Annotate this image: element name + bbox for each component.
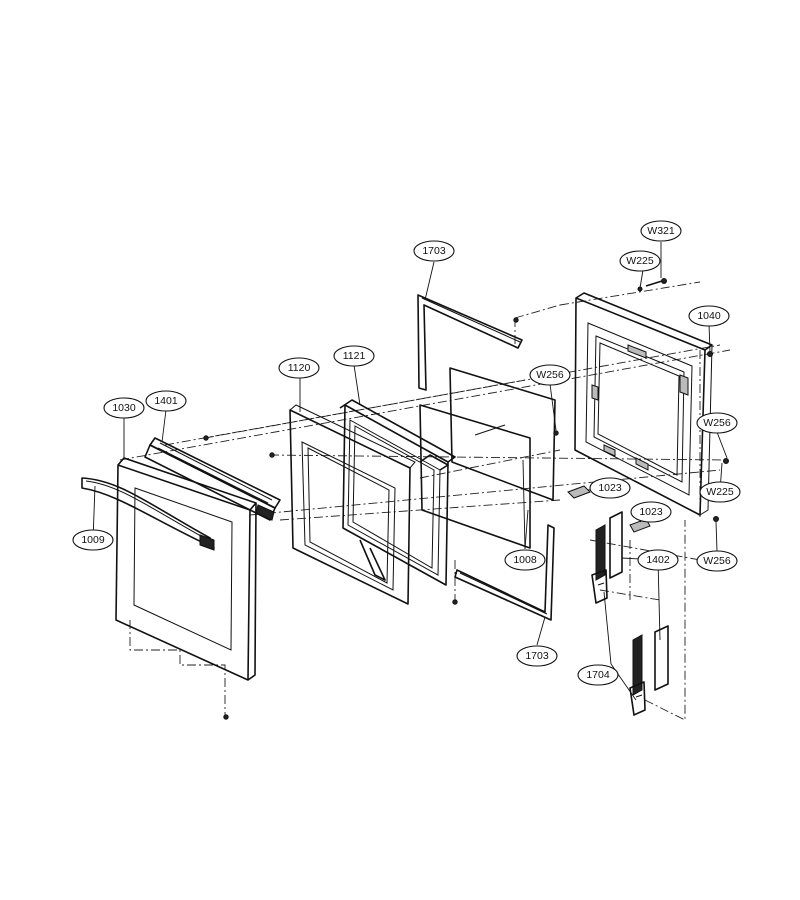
svg-text:1704: 1704	[586, 669, 610, 681]
svg-text:W321: W321	[647, 225, 675, 237]
callout-1008: 1008	[504, 549, 546, 571]
svg-text:1120: 1120	[288, 362, 311, 374]
assembly-lines	[119, 281, 731, 721]
svg-text:1121: 1121	[343, 350, 366, 362]
glass-frame-1121	[339, 399, 456, 586]
svg-text:1009: 1009	[81, 534, 105, 546]
callout-1030: 1030	[103, 397, 145, 419]
inner-door-liner-1040	[574, 292, 713, 516]
callout-1402: 1402	[637, 549, 679, 571]
callout-w225-right: W225	[699, 481, 741, 503]
callout-1121: 1121	[333, 345, 375, 367]
svg-text:W256: W256	[703, 555, 731, 567]
spacers-1023	[567, 485, 651, 533]
inner-frame-1120	[289, 404, 416, 605]
svg-text:W225: W225	[626, 255, 654, 267]
callout-1120: 1120	[278, 357, 320, 379]
svg-text:1401: 1401	[154, 395, 178, 407]
gasket-1703-top	[417, 294, 523, 391]
svg-text:1030: 1030	[112, 402, 136, 414]
svg-text:W225: W225	[706, 486, 734, 498]
door-handle-1009	[81, 477, 215, 551]
callout-1023-b: 1023	[630, 501, 672, 523]
svg-text:1703: 1703	[422, 245, 446, 257]
callout-1703-top: 1703	[413, 240, 455, 262]
svg-text:1402: 1402	[646, 554, 670, 566]
callout-1009: 1009	[72, 529, 114, 551]
svg-text:1703: 1703	[525, 650, 549, 662]
svg-text:1040: 1040	[697, 310, 721, 322]
callout-w256-bottom: W256	[696, 550, 738, 572]
outer-door-panel-1030	[115, 457, 257, 681]
callout-1023-a: 1023	[589, 477, 631, 499]
gasket-1703-bottom	[454, 524, 555, 621]
callout-1040: 1040	[688, 305, 730, 327]
vent-trim-1401	[144, 437, 281, 521]
svg-text:1023: 1023	[598, 482, 622, 494]
hinge-covers-1402	[609, 511, 669, 691]
callout-1401: 1401	[145, 390, 187, 412]
svg-text:1008: 1008	[513, 554, 537, 566]
glass-panes-1008	[419, 367, 556, 549]
callout-w225-top: W225	[619, 250, 661, 272]
callout-w256-mid: W256	[529, 364, 571, 386]
svg-text:1023: 1023	[639, 506, 663, 518]
screws	[203, 278, 729, 720]
callout-w321: W321	[640, 220, 682, 242]
svg-text:W256: W256	[703, 417, 731, 429]
svg-text:W256: W256	[536, 369, 564, 381]
callout-w256-right: W256	[696, 412, 738, 434]
callout-1704: 1704	[577, 664, 619, 686]
callout-1703-bottom: 1703	[516, 645, 558, 667]
hinges-1704	[591, 524, 646, 716]
